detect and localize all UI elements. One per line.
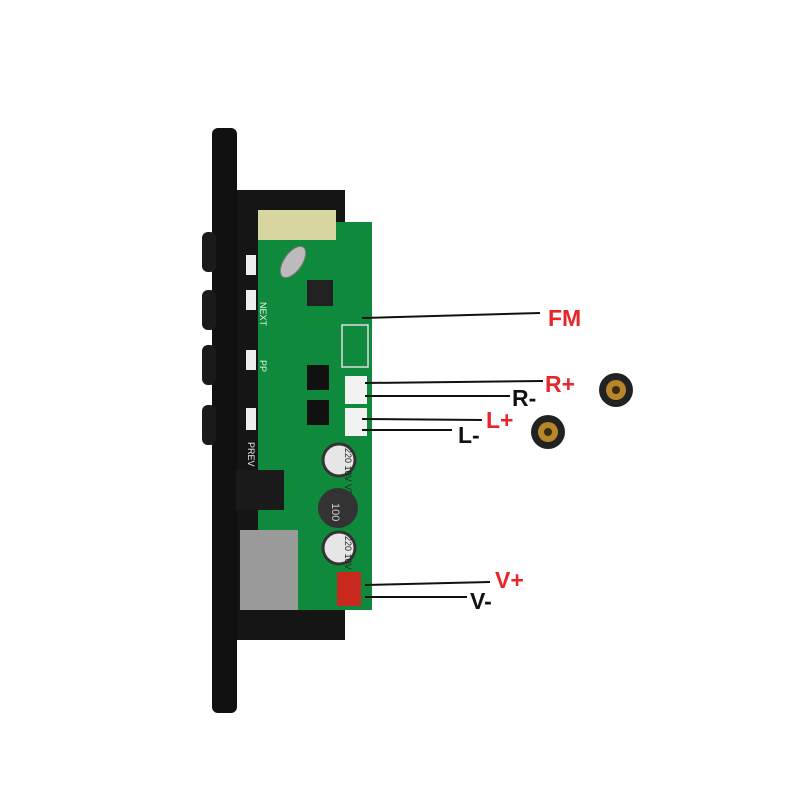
antenna (258, 210, 336, 240)
left-speaker-connector (345, 408, 367, 436)
label-l-minus: L- (458, 422, 480, 448)
speaker-terminal-icon (531, 415, 565, 449)
label-v-minus: V- (470, 588, 492, 614)
silk-pp: PP (258, 360, 268, 372)
capacitor-1 (321, 442, 357, 478)
capacitor-2-label: 220 10V VT (343, 536, 353, 584)
power-connector (337, 572, 361, 606)
speaker-terminal-icon (599, 373, 633, 407)
capacitor-1-label: 220 10V VT (343, 448, 353, 496)
side-connectors (246, 255, 256, 430)
silk-prev: PREV (246, 442, 256, 467)
label-r-plus: R+ (545, 371, 575, 397)
inductor (318, 488, 358, 528)
label-l-plus: L+ (486, 407, 513, 433)
fm-connector (341, 324, 369, 368)
sd-card-slot (240, 530, 298, 610)
crystal (279, 245, 307, 279)
usb-port (236, 470, 284, 510)
panel-buttons (202, 232, 216, 445)
leader-lines (361, 312, 544, 598)
silk-next: NEXT (258, 302, 268, 327)
bluetooth-chip (307, 280, 333, 306)
amp-chip-2 (307, 400, 329, 425)
amp-chip-1 (307, 365, 329, 390)
right-speaker-connector (345, 376, 367, 404)
inductor-label: 100 (329, 503, 341, 521)
label-v-plus: V+ (495, 567, 524, 593)
label-fm: FM (548, 305, 581, 331)
label-r-minus: R- (512, 385, 536, 411)
capacitor-2 (321, 530, 357, 566)
front-panel (212, 128, 237, 713)
